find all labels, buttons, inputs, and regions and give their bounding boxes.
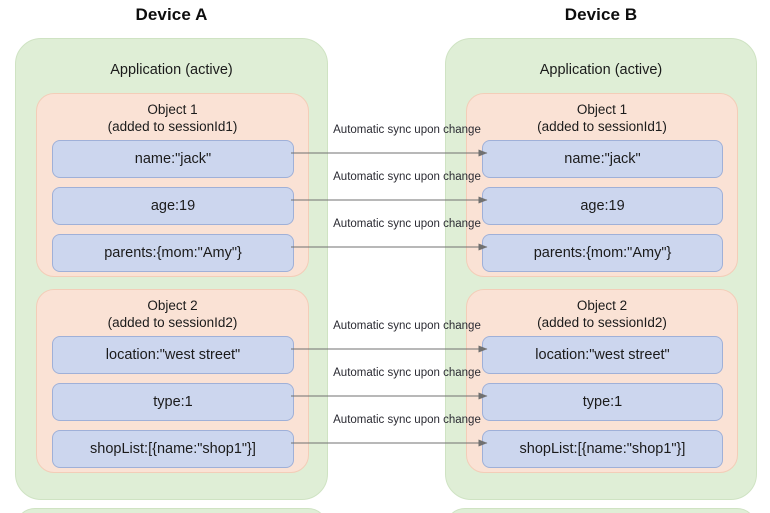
sync-label-3: Automatic sync upon change xyxy=(333,218,481,230)
device-b-object-2-panel: Object 2 (added to sessionId2) location:… xyxy=(466,289,738,473)
sync-label-4: Automatic sync upon change xyxy=(333,320,481,332)
sync-label-5: Automatic sync upon change xyxy=(333,367,481,379)
device-b-application-container: Application (active) Object 1 (added to … xyxy=(445,38,757,500)
device-b-object-1-subtitle: (added to sessionId1) xyxy=(537,118,667,134)
device-b-object-2-field-location: location:"west street" xyxy=(482,336,723,374)
device-a-object-2-field-location: location:"west street" xyxy=(52,336,294,374)
device-b-object-2-subtitle: (added to sessionId2) xyxy=(537,314,667,330)
device-a-object-2-field-shoplist: shopList:[{name:"shop1"}] xyxy=(52,430,294,468)
sync-label-1: Automatic sync upon change xyxy=(333,124,481,136)
device-a-application-container: Application (active) Object 1 (added to … xyxy=(15,38,328,500)
device-a-object-2-panel: Object 2 (added to sessionId2) location:… xyxy=(36,289,309,473)
device-b-object-1-title: Object 1 (added to sessionId1) xyxy=(467,102,737,135)
device-a-object-2-field-type: type:1 xyxy=(52,383,294,421)
device-a-title: Device A xyxy=(135,5,208,24)
device-a-object-2-subtitle: (added to sessionId2) xyxy=(107,314,238,330)
device-a-object-2-title: Object 2 (added to sessionId2) xyxy=(37,298,308,331)
device-a-object-1-name: Object 1 xyxy=(147,102,198,117)
device-b-object-2-field-type: type:1 xyxy=(482,383,723,421)
device-b-object-2-name: Object 2 xyxy=(576,298,628,313)
device-a-object-1-field-name: name:"jack" xyxy=(52,140,294,178)
device-b-title: Device B xyxy=(564,5,638,24)
device-a-object-1-panel: Object 1 (added to sessionId1) name:"jac… xyxy=(36,93,309,277)
device-b-object-1-field-parents: parents:{mom:"Amy"} xyxy=(482,234,723,272)
device-a-object-1-field-age: age:19 xyxy=(52,187,294,225)
device-b-object-1-panel: Object 1 (added to sessionId1) name:"jac… xyxy=(466,93,738,277)
device-b-object-1-field-name: name:"jack" xyxy=(482,140,723,178)
device-a-object-1-subtitle: (added to sessionId1) xyxy=(107,118,238,134)
sync-label-2: Automatic sync upon change xyxy=(333,171,481,183)
device-a-object-1-field-parents: parents:{mom:"Amy"} xyxy=(52,234,294,272)
device-b-object-1-name: Object 1 xyxy=(576,102,628,117)
sync-label-6: Automatic sync upon change xyxy=(333,414,481,426)
device-a-next-container-partial xyxy=(15,508,328,513)
device-a-app-label: Application (active) xyxy=(110,62,233,78)
device-b-object-1-field-age: age:19 xyxy=(482,187,723,225)
device-a-object-2-name: Object 2 xyxy=(147,298,198,313)
device-b-next-container-partial xyxy=(445,508,757,513)
device-a-object-1-title: Object 1 (added to sessionId1) xyxy=(37,102,308,135)
device-b-app-label: Application (active) xyxy=(539,62,663,78)
device-b-object-2-field-shoplist: shopList:[{name:"shop1"}] xyxy=(482,430,723,468)
device-b-object-2-title: Object 2 (added to sessionId2) xyxy=(467,298,737,331)
